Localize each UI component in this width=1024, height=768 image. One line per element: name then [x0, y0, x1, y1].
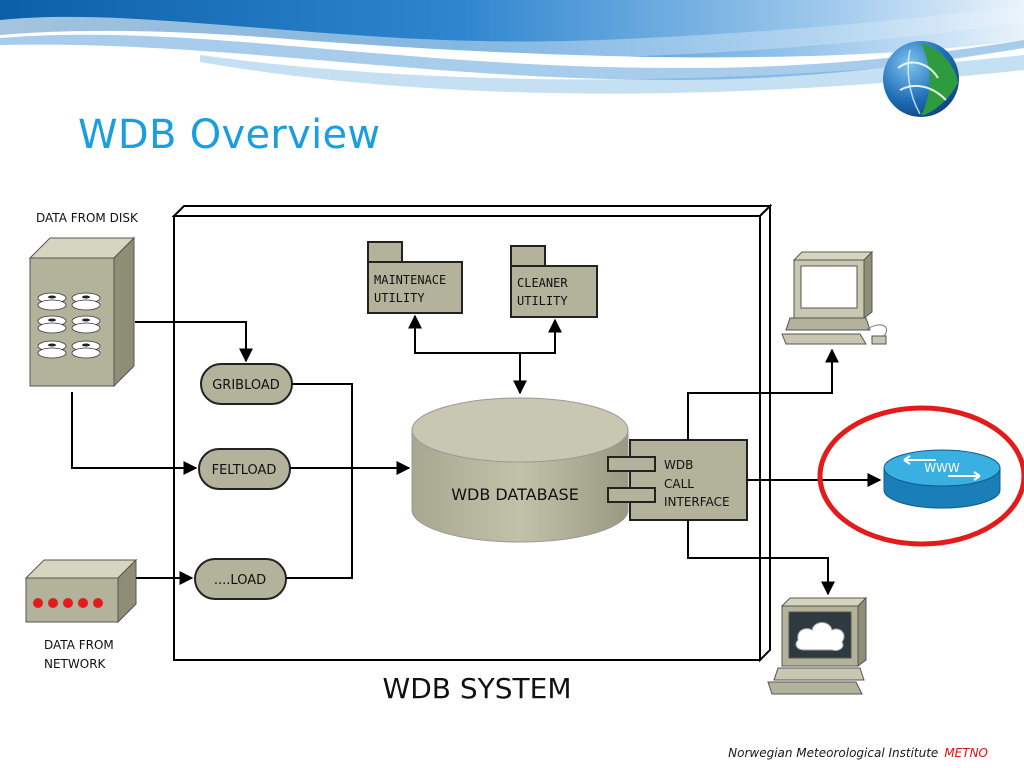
interface-to-weather-display-arrow — [687, 520, 835, 596]
www-router-label: WWW — [924, 461, 960, 475]
cleaner-utility-label-line2: UTILITY — [517, 294, 568, 308]
call-interface-label-line2: CALL — [664, 477, 694, 491]
disk-to-feltload-arrow — [71, 392, 198, 475]
workstation-computer-icon — [781, 250, 888, 345]
feltload-node: FELTLOAD — [198, 448, 291, 490]
network-source-label-line1: DATA FROM — [44, 638, 114, 652]
gribload-node: GRIBLOAD — [200, 363, 293, 405]
disk-server-icon — [28, 236, 136, 388]
generic-load-label: ....LOAD — [214, 573, 266, 588]
weather-display-computer-icon — [767, 596, 868, 695]
network-source-label-line2: NETWORK — [44, 657, 107, 671]
call-interface-label-line3: INTERFACE — [664, 495, 730, 509]
maintenance-utility-node: MAINTENACE UTILITY — [367, 241, 463, 314]
maintenance-utility-label-line2: UTILITY — [374, 291, 425, 305]
network-device-icon — [24, 558, 138, 624]
cleaner-utility-label-line1: CLEANER — [517, 276, 568, 290]
footer: Norwegian Meteorological Institute METNO — [728, 746, 988, 760]
gribload-label: GRIBLOAD — [212, 378, 280, 393]
feltload-label: FELTLOAD — [212, 463, 277, 478]
www-router-icon: WWW — [883, 449, 1001, 509]
call-interface-label-line1: WDB — [664, 458, 693, 472]
web-highlight-ring — [817, 405, 1024, 547]
generic-load-node: ....LOAD — [194, 558, 287, 600]
interface-to-workstation-arrow — [687, 348, 839, 440]
wdb-database-label: WDB DATABASE — [451, 485, 579, 504]
disk-to-gribload-arrow — [135, 321, 253, 363]
footer-brand: METNO — [944, 746, 988, 760]
header-banner — [0, 0, 1024, 110]
wdb-call-interface-node: WDB CALL INTERFACE — [607, 439, 748, 521]
utilities-bus — [408, 314, 562, 354]
wdb-database-node: WDB DATABASE — [411, 397, 629, 543]
diagram-connectors — [71, 314, 882, 596]
maintenance-utility-label-line1: MAINTENACE — [374, 273, 446, 287]
wdb-system-label: WDB SYSTEM — [383, 672, 572, 705]
disk-source-label: DATA FROM DISK — [36, 211, 139, 225]
slide-title: WDB Overview — [78, 112, 381, 158]
footer-institute: Norwegian Meteorological Institute — [728, 746, 939, 760]
metno-logo — [883, 41, 959, 117]
cloud-icon — [795, 622, 845, 651]
